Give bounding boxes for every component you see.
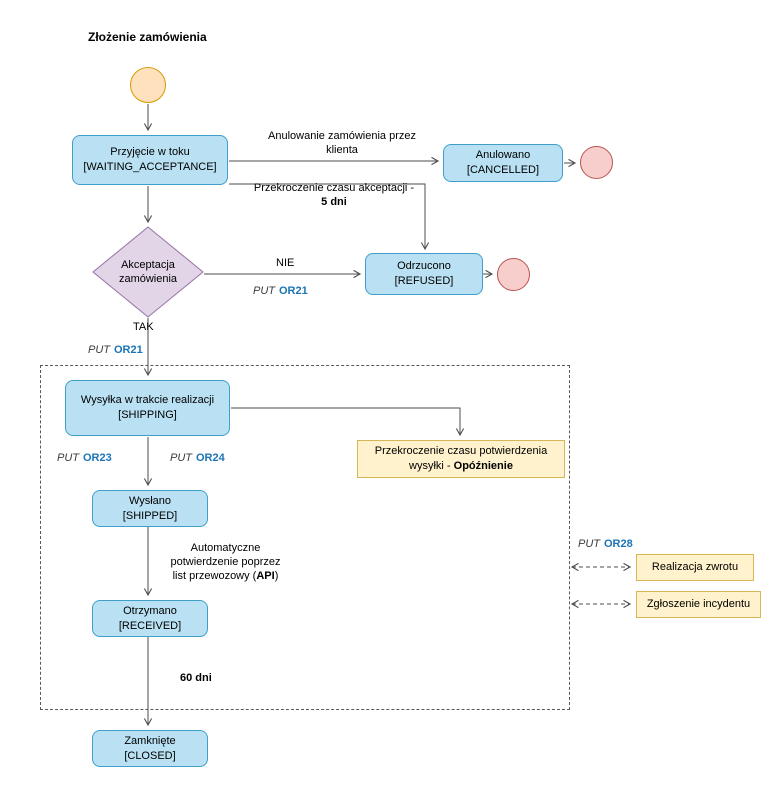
edge-label-put-or23: PUT OR23 <box>57 452 112 466</box>
edge-label-yes: TAK <box>133 321 154 333</box>
state-shipping: Wysyłka w trakcie realizacji [SHIPPING] <box>65 380 230 436</box>
state-cancelled-code: [CANCELLED] <box>466 164 540 176</box>
state-shipped: Wysłano [SHIPPED] <box>92 490 208 527</box>
edge-label-cancel: Anulowanie zamówienia przez klienta <box>252 130 432 158</box>
note-delay-line2-prefix: wysyłki - <box>409 460 454 472</box>
state-shipping-title: Wysyłka w trakcie realizacji <box>80 394 215 407</box>
state-waiting-code: [WAITING_ACCEPTANCE] <box>83 161 217 173</box>
edge-label-timeout-line1: Przekroczenie czasu akceptacji - <box>253 182 415 194</box>
put-verb: PUT <box>57 452 79 464</box>
state-received-code: [RECEIVED] <box>118 619 182 632</box>
state-cancelled: Anulowano [CANCELLED] <box>443 144 563 182</box>
or24-code: OR24 <box>196 452 225 464</box>
edge-label-cancel-line2: klienta <box>326 143 358 156</box>
edge-label-60-days: 60 dni <box>180 672 212 684</box>
or28-code: OR28 <box>604 538 633 550</box>
put-verb: PUT <box>578 538 600 550</box>
shipping-group-container <box>40 365 570 710</box>
note-shipping-delay: Przekroczenie czasu potwierdzenia wysyłk… <box>357 440 565 478</box>
auto-confirm-line3-suffix: ) <box>274 569 279 582</box>
decision-line2: zamówienia <box>118 272 178 285</box>
state-received-title: Otrzymano <box>123 604 177 617</box>
state-cancelled-title: Anulowano <box>475 149 531 162</box>
edge-label-put-or28: PUT OR28 <box>578 538 633 552</box>
state-received: Otrzymano [RECEIVED] <box>92 600 208 637</box>
edge-label-cancel-line1: Anulowanie zamówienia przez <box>268 130 416 142</box>
state-refused: Odrzucono [REFUSED] <box>365 253 483 295</box>
diagram-title: Złożenie zamówienia <box>88 30 207 44</box>
or21-code: OR21 <box>114 344 143 356</box>
api-code: API <box>256 569 275 582</box>
state-closed: Zamknięte [CLOSED] <box>92 730 208 767</box>
state-refused-title: Odrzucono <box>397 260 451 273</box>
state-closed-title: Zamknięte <box>124 734 176 747</box>
put-verb: PUT <box>253 285 275 297</box>
note-incident-label: Zgłoszenie incydentu <box>646 598 751 611</box>
put-verb: PUT <box>88 344 110 356</box>
edge-label-no: NIE <box>276 257 295 269</box>
decision-diamond-shape <box>92 226 204 318</box>
or21-code: OR21 <box>279 285 308 297</box>
auto-confirm-line1: Automatyczne <box>190 542 261 554</box>
note-delay-line1: Przekroczenie czasu potwierdzenia <box>374 445 548 458</box>
or23-code: OR23 <box>83 452 112 464</box>
auto-confirm-line3: list przewozowy (API) <box>148 570 303 584</box>
decision-acceptance-label: Akceptacja zamówienia <box>93 259 203 287</box>
note-delay-line2-bold: Opóźnienie <box>453 460 513 472</box>
state-shipping-code: [SHIPPING] <box>118 409 177 421</box>
note-delay-line2: wysyłki - Opóźnienie <box>409 459 513 474</box>
state-waiting-title: Przyjęcie w toku <box>110 146 190 159</box>
state-waiting-acceptance: Przyjęcie w toku [WAITING_ACCEPTANCE] <box>72 135 228 185</box>
edge-waiting-timeout-to-refused <box>229 183 430 251</box>
state-closed-code: [CLOSED] <box>124 749 176 762</box>
state-shipped-title: Wysłano <box>128 494 172 507</box>
decision-line1: Akceptacja <box>121 259 175 271</box>
state-refused-code: [REFUSED] <box>394 275 454 287</box>
edge-label-put-or24: PUT OR24 <box>170 452 225 466</box>
final-state-circle-refused <box>497 258 530 291</box>
initial-state-circle <box>130 67 166 103</box>
auto-confirm-line3-prefix: list przewozowy ( <box>172 569 257 582</box>
edge-label-put-or21-refuse: PUT OR21 <box>253 285 308 299</box>
put-verb: PUT <box>170 452 192 464</box>
note-return-label: Realizacja zwrotu <box>651 561 739 574</box>
edge-label-timeout-line2: 5 dni <box>321 195 347 208</box>
edge-shipping-to-delay-note <box>231 407 465 437</box>
edge-label-timeout: Przekroczenie czasu akceptacji - 5 dni <box>238 182 430 210</box>
state-shipped-code: [SHIPPED] <box>122 509 178 522</box>
note-incident-report: Zgłoszenie incydentu <box>636 591 761 618</box>
note-return-processing: Realizacja zwrotu <box>636 554 754 581</box>
auto-confirm-line2: potwierdzenie poprzez <box>170 555 281 568</box>
final-state-circle-cancelled <box>580 146 613 179</box>
edge-label-put-or21-accept: PUT OR21 <box>88 344 143 358</box>
edge-label-auto-confirm: Automatyczne potwierdzenie poprzez list … <box>148 542 303 583</box>
